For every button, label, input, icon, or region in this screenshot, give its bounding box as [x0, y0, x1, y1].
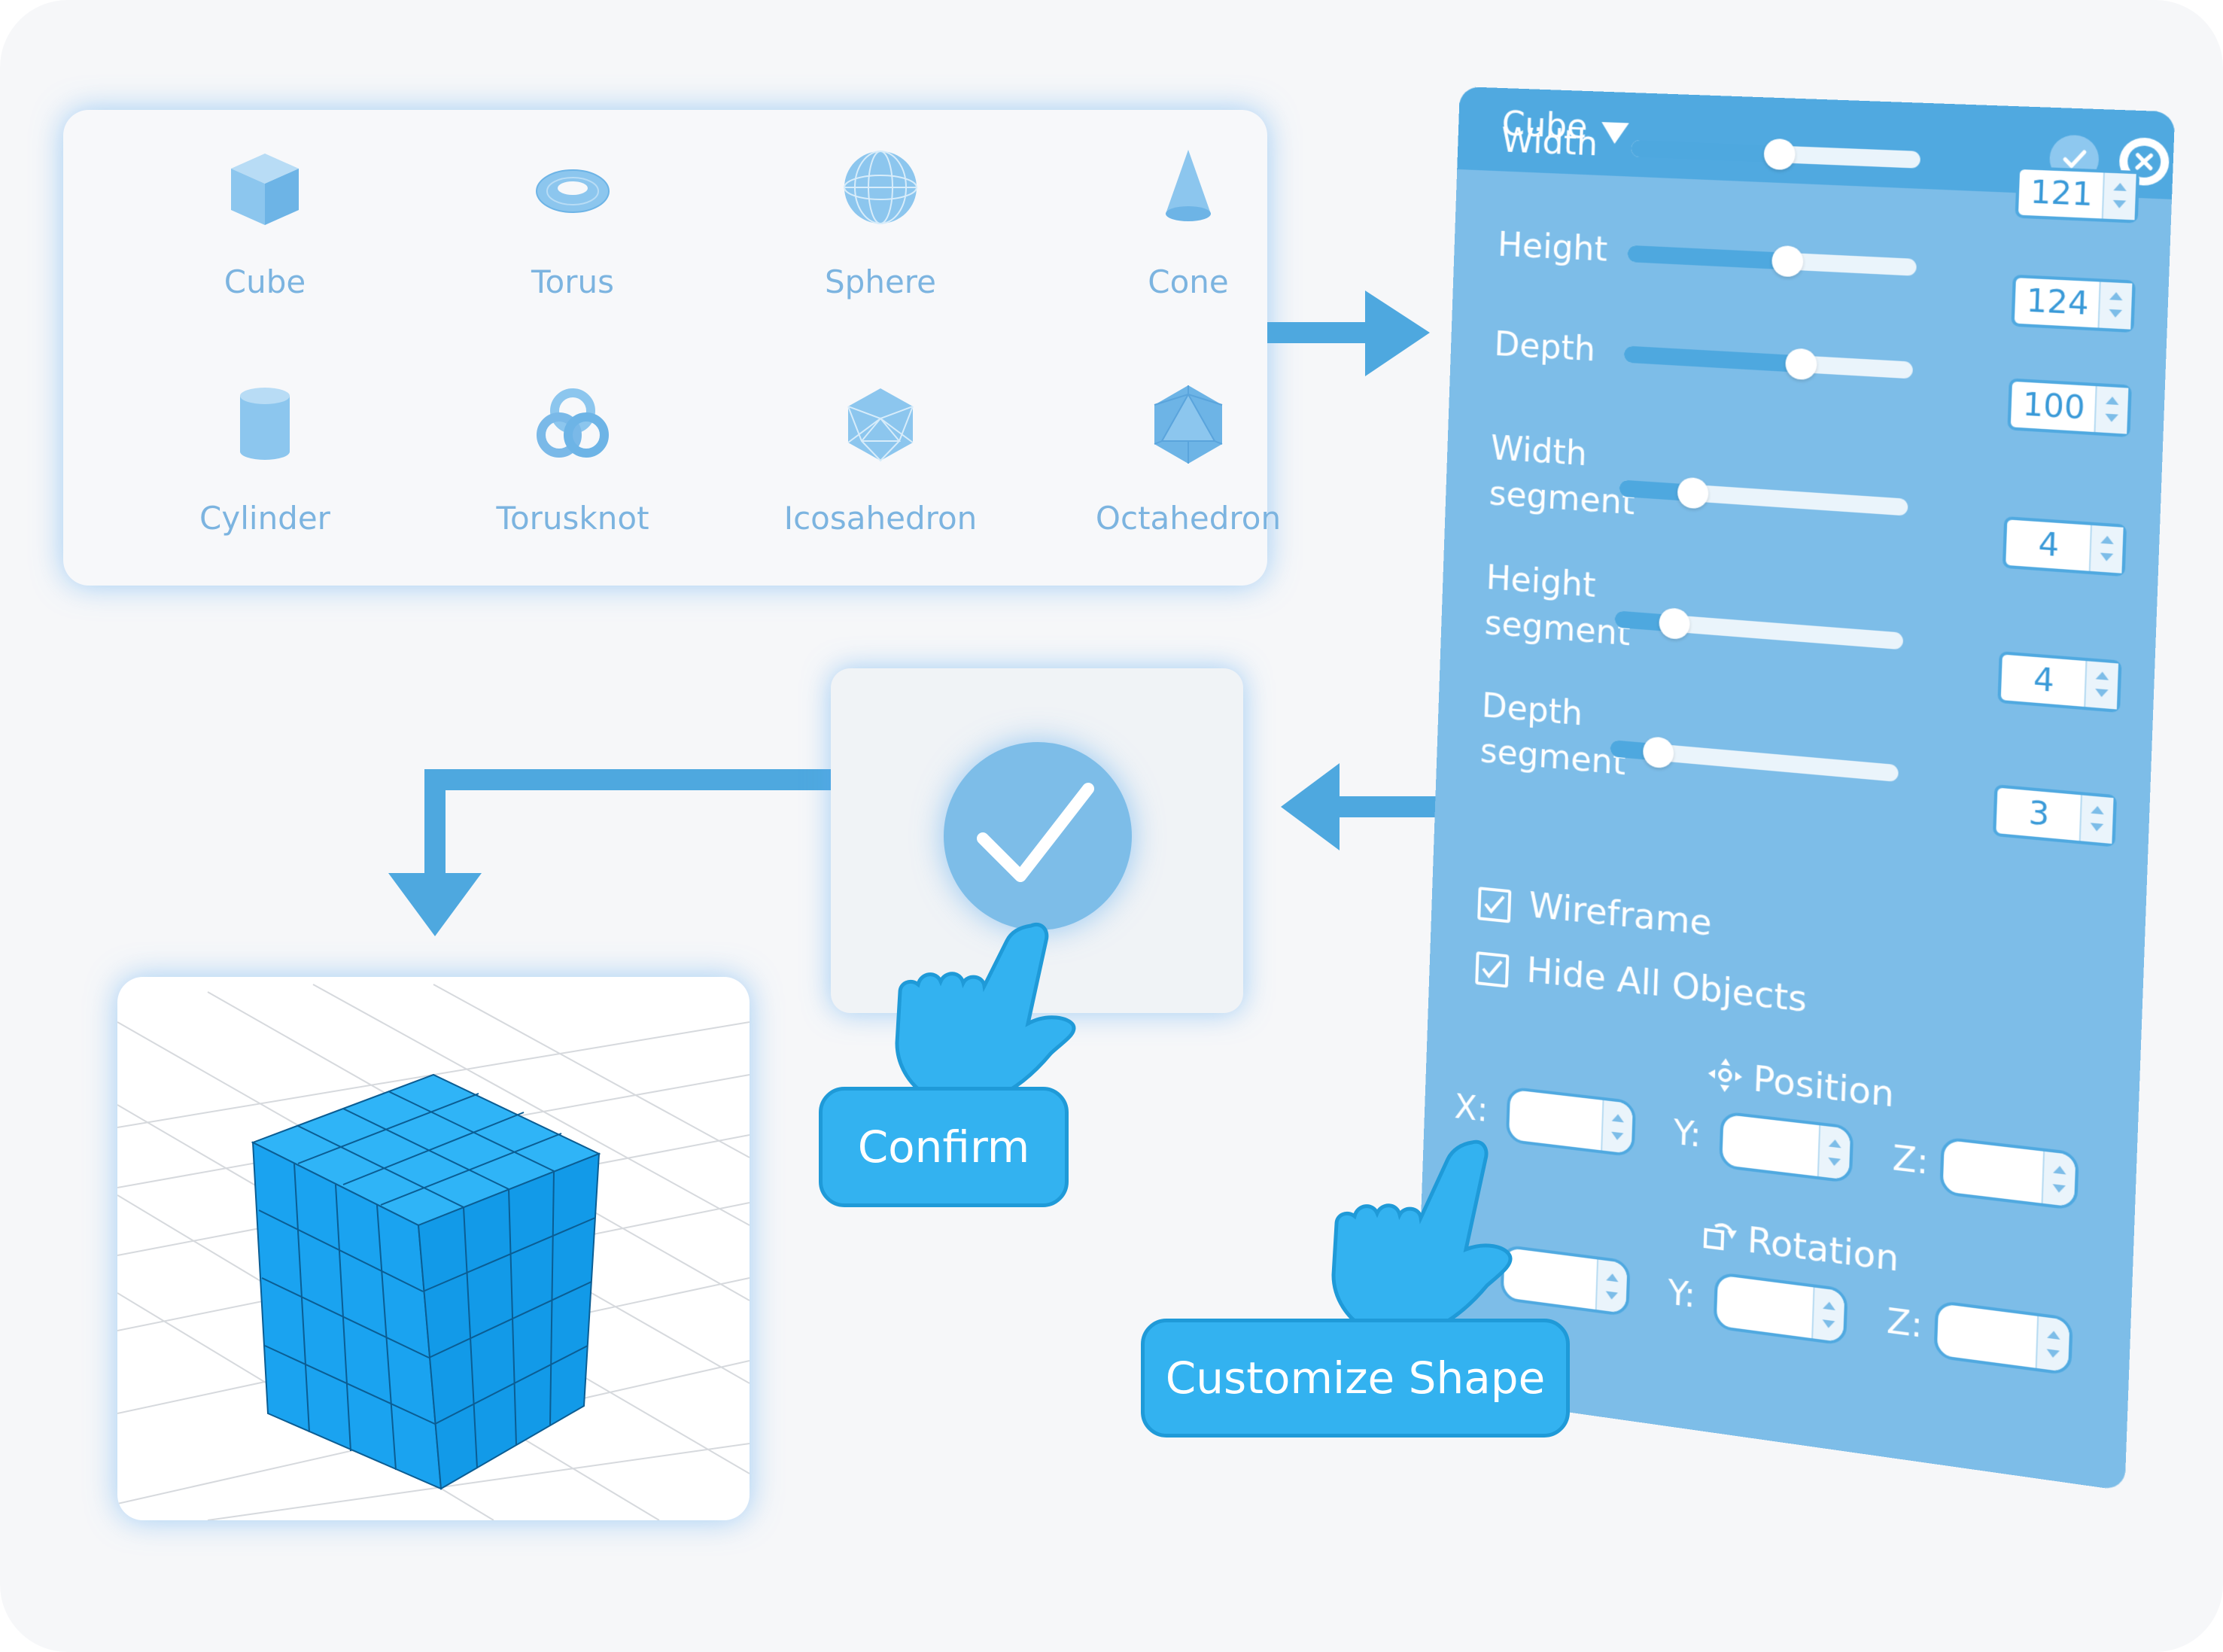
- spin-up-icon[interactable]: [1612, 1113, 1625, 1122]
- spin-up-icon[interactable]: [2047, 1330, 2060, 1340]
- spin-down-icon[interactable]: [2046, 1349, 2060, 1358]
- rotate-icon: [1700, 1215, 1738, 1257]
- pointing-hand-icon: [1324, 1136, 1528, 1347]
- chevron-down-icon[interactable]: [1601, 122, 1628, 145]
- spin-down-icon[interactable]: [2052, 1184, 2066, 1194]
- checkmark-icon: [1480, 890, 1508, 920]
- spin-up-icon[interactable]: [1823, 1301, 1835, 1310]
- rotation-z-label: Z:: [1886, 1301, 1923, 1346]
- move-icon: [1706, 1054, 1744, 1095]
- spinner[interactable]: [2079, 795, 2114, 844]
- spin-down-icon[interactable]: [2095, 689, 2109, 698]
- spin-up-icon[interactable]: [2096, 671, 2109, 680]
- slider-value: 4: [2006, 525, 2091, 567]
- slider-label: Width: [1501, 118, 1598, 167]
- spinner[interactable]: [2102, 172, 2136, 220]
- slider-value-input[interactable]: 4: [1997, 651, 2121, 713]
- slider-label: Depth segment: [1479, 683, 1628, 786]
- arrow-down-icon: [388, 769, 831, 936]
- spin-up-icon[interactable]: [1829, 1139, 1841, 1148]
- spin-up-icon[interactable]: [2113, 183, 2127, 191]
- spin-up-icon[interactable]: [2106, 397, 2119, 406]
- slider-value: 100: [2011, 386, 2097, 427]
- confirm-button[interactable]: [944, 742, 1132, 930]
- slider-label: Depth: [1494, 322, 1596, 373]
- spin-down-icon[interactable]: [1611, 1132, 1624, 1141]
- slider-label: Width segment: [1489, 426, 1638, 527]
- spinner[interactable]: [2089, 525, 2124, 573]
- slider-value: 3: [1996, 793, 2082, 836]
- rotation-y-label: Y:: [1667, 1273, 1696, 1316]
- spin-up-icon[interactable]: [1606, 1273, 1619, 1282]
- spin-down-icon[interactable]: [1605, 1291, 1618, 1300]
- customize-shape-callout: Customize Shape: [1141, 1319, 1570, 1438]
- slider-value-input[interactable]: 121: [2015, 166, 2140, 224]
- cube-model: [253, 1075, 599, 1489]
- spinner[interactable]: [2084, 661, 2118, 709]
- position-z-label: Z:: [1892, 1139, 1930, 1182]
- slider-value: 121: [2018, 174, 2105, 214]
- checkmark-icon: [1478, 954, 1506, 984]
- spin-up-icon[interactable]: [2091, 805, 2104, 814]
- slider-label: Height segment: [1484, 555, 1633, 658]
- spin-up-icon[interactable]: [2100, 535, 2114, 544]
- spin-down-icon[interactable]: [1828, 1158, 1841, 1167]
- slider-value: 4: [2001, 659, 2087, 702]
- cube-preview: [117, 977, 750, 1520]
- spin-down-icon[interactable]: [2090, 823, 2103, 832]
- spin-down-icon[interactable]: [2100, 552, 2113, 561]
- check-icon: [944, 742, 1132, 930]
- position-y-label: Y:: [1673, 1113, 1702, 1155]
- slider-value-input[interactable]: 4: [2003, 516, 2127, 577]
- wireframe-checkbox[interactable]: [1477, 887, 1511, 923]
- shape-properties-panel: Cube Width121Height124Depth100Width segm…: [1415, 87, 2175, 1491]
- spin-down-icon[interactable]: [2109, 309, 2122, 318]
- spin-down-icon[interactable]: [2105, 414, 2118, 423]
- spinner[interactable]: [2097, 281, 2132, 329]
- position-x-label: X:: [1454, 1088, 1489, 1130]
- slider-value: 124: [2015, 282, 2101, 323]
- pointing-hand-icon: [880, 911, 1084, 1114]
- spinner[interactable]: [2094, 386, 2128, 434]
- spin-down-icon[interactable]: [1822, 1319, 1835, 1328]
- spin-down-icon[interactable]: [2112, 200, 2126, 208]
- confirm-callout: Confirm: [819, 1087, 1069, 1207]
- spin-up-icon[interactable]: [2053, 1165, 2066, 1174]
- slider-value-input[interactable]: 100: [2007, 378, 2132, 437]
- hide-all-objects-checkbox[interactable]: [1475, 951, 1509, 988]
- arrow-left-icon: [1281, 763, 1460, 850]
- cube-3d-render: [117, 977, 750, 1520]
- spin-up-icon[interactable]: [2109, 292, 2123, 300]
- slider-value-input[interactable]: 124: [2011, 275, 2136, 333]
- arrow-right-icon: [1267, 291, 1430, 376]
- slider-label: Height: [1497, 222, 1608, 272]
